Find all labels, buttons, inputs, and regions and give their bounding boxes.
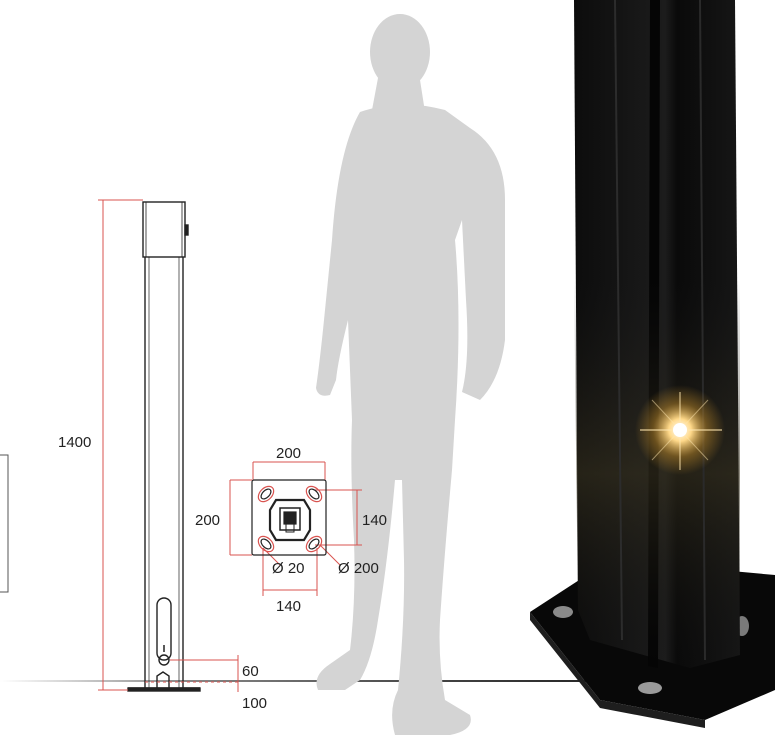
base-plate-top-view (251, 479, 327, 556)
bolt-spacing-horizontal-label: 140 (276, 598, 301, 615)
bollard-light-icon (530, 0, 775, 728)
base-height-label: 100 (242, 695, 267, 712)
person-silhouette-icon (316, 14, 505, 735)
ground-line (0, 680, 620, 682)
height-total-label: 1400 (58, 434, 91, 451)
bolt-circle-diameter-label: Ø 200 (338, 560, 379, 577)
partial-drawing-frame (0, 454, 9, 593)
bolt-spacing-vertical-label: 140 (362, 512, 387, 529)
bolt-slot (257, 485, 323, 553)
plate-width-label: 200 (276, 445, 301, 462)
bollard-side-view (127, 201, 201, 692)
plate-height-label: 200 (195, 512, 220, 529)
hole-diameter-label: Ø 20 (272, 560, 305, 577)
slot-height-label: 60 (242, 663, 259, 680)
dimension-lines (98, 199, 362, 692)
